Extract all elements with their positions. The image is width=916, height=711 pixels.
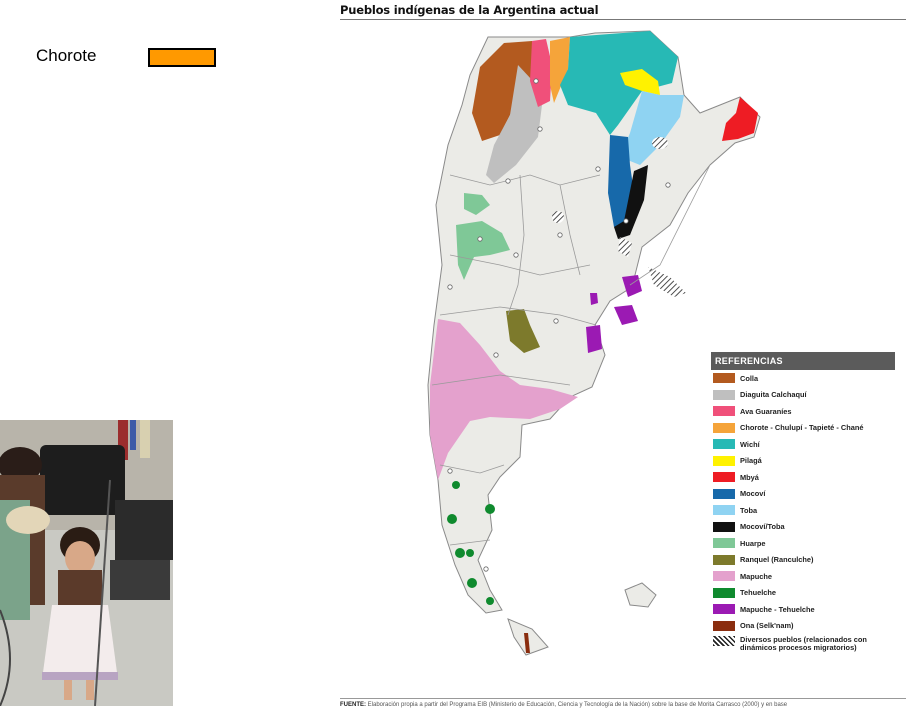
region-mapuche-tehuelche-3 [586, 325, 602, 353]
region-ona [524, 633, 530, 653]
legend-label: Huarpe [740, 538, 766, 548]
legend-label: Tehuelche [740, 588, 777, 598]
region-huarpe [456, 221, 510, 280]
region-diversos-pueblos [648, 267, 686, 297]
legend-label: Ava Guaraníes [740, 406, 792, 416]
legend-swatch [713, 472, 735, 483]
legend-label: Diaguita Calchaquí [740, 390, 807, 400]
region-tehuelche [486, 597, 494, 605]
legend-label: Mapuche [740, 571, 773, 581]
legend-label: Wichí [740, 439, 760, 449]
legend-swatch [713, 406, 735, 417]
legend-swatch [713, 604, 735, 615]
legend-label: Mapuche - Tehuelche [740, 604, 815, 614]
legend-item: Tehuelche [711, 585, 895, 602]
legend-swatch [713, 422, 735, 433]
legend-swatch [713, 373, 735, 384]
region-tehuelche [467, 578, 477, 588]
region-mbya [722, 97, 758, 141]
legend-label: Mocoví/Toba [740, 522, 785, 532]
malvinas-islands [624, 582, 657, 608]
legend-swatch [713, 389, 735, 400]
city-markers [447, 78, 671, 572]
region-pilaga [620, 69, 660, 95]
photo-indigenous-girl [0, 420, 173, 706]
argentina-map [427, 30, 761, 656]
legend-swatch [713, 505, 735, 516]
legend-swatch [713, 439, 735, 450]
legend-item: Mapuche [711, 568, 895, 585]
region-chorote [550, 37, 570, 103]
source-label: FUENTE: [340, 702, 366, 708]
region-wichi [560, 31, 678, 135]
legend-item: Wichí [711, 436, 895, 453]
region-tehuelche [485, 504, 495, 514]
region-diversos-pueblos [618, 237, 632, 257]
region-tehuelche [466, 549, 474, 557]
title-rule [340, 19, 906, 20]
legend-item: Diaguita Calchaquí [711, 387, 895, 404]
region-tehuelche [455, 548, 465, 558]
region-diversos-pueblos [552, 211, 564, 223]
region-ranquel [506, 309, 540, 353]
legend-label: Colla [740, 373, 759, 383]
region-mocovi-toba [614, 165, 648, 239]
legend-item: Mapuche - Tehuelche [711, 601, 895, 618]
map-title: Pueblos indígenas de la Argentina actual [340, 3, 599, 17]
region-mapuche-tehuelche-4 [590, 293, 598, 305]
legend-item: Colla [711, 370, 895, 387]
legend-swatch [713, 538, 735, 549]
legend-label: Mocoví [740, 489, 766, 499]
legend-swatch [713, 620, 735, 631]
legend-label: Chorote - Chulupí - Tapieté - Chané [740, 423, 864, 433]
legend-item: Diversos pueblos (relacionados con dinám… [711, 634, 895, 658]
legend-swatch [713, 521, 735, 532]
legend-label: Toba [740, 505, 758, 515]
source-note: FUENTE: Elaboración propia a partir del … [340, 698, 906, 708]
legend-label: Diversos pueblos (relacionados con dinám… [740, 635, 867, 652]
legend-item: Pilagá [711, 453, 895, 470]
region-mapuche-tehuelche-2 [614, 305, 638, 325]
legend-item: Chorote - Chulupí - Tapieté - Chané [711, 420, 895, 437]
chorote-color-swatch [148, 48, 216, 67]
legend-item: Ranquel (Ranculche) [711, 552, 895, 569]
region-diversos-pueblos [652, 137, 668, 149]
legend-title: REFERENCIAS [711, 352, 895, 370]
region-diaguita-calchaqui [486, 65, 542, 183]
legend-item: Toba [711, 502, 895, 519]
legend-label: Ona (Selk'nam) [740, 621, 794, 631]
legend-swatch [713, 488, 735, 499]
region-toba [620, 91, 684, 165]
region-tehuelche [452, 481, 460, 489]
legend-item: Ava Guaraníes [711, 403, 895, 420]
legend-label: Mbyá [740, 472, 759, 482]
region-huarpe-north [464, 193, 490, 215]
legend-item: Mocoví/Toba [711, 519, 895, 536]
legend-item: Mocoví [711, 486, 895, 503]
legend-label: Pilagá [740, 456, 762, 466]
legend-swatch [713, 571, 735, 582]
source-text: Elaboración propia a partir del Programa… [367, 702, 788, 708]
legend-swatch [713, 587, 735, 598]
legend-swatch [713, 554, 735, 565]
region-mapuche-tehuelche [622, 275, 642, 297]
chorote-label: Chorote [36, 46, 97, 65]
legend-item: Huarpe [711, 535, 895, 552]
legend-item: Mbyá [711, 469, 895, 486]
legend-swatch [713, 455, 735, 466]
province-borders [431, 164, 711, 546]
region-mapuche [430, 319, 578, 480]
legend-label: Ranquel (Ranculche) [740, 555, 814, 565]
region-tehuelche [447, 514, 457, 524]
region-ava-guaranies [530, 39, 552, 107]
legend-item: Ona (Selk'nam) [711, 618, 895, 635]
legend-swatch [713, 636, 735, 646]
